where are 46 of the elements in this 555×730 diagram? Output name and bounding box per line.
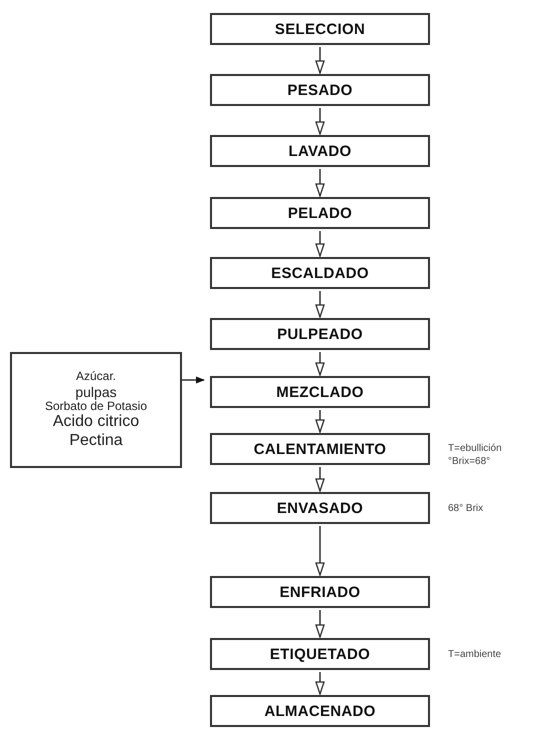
flow-arrow bbox=[315, 467, 325, 492]
process-note: 68° Brix bbox=[448, 503, 484, 516]
ingredients-box bbox=[10, 352, 182, 468]
ingredient-text: Sorbato de Potasio bbox=[44, 400, 148, 414]
process-box bbox=[210, 318, 430, 350]
step-label: ESCALDADO bbox=[271, 264, 369, 282]
step-label: MEZCLADO bbox=[276, 384, 364, 400]
flow-arrow bbox=[315, 47, 325, 74]
step-label: ENVASADO bbox=[276, 500, 364, 516]
process-note: T=ambiente bbox=[448, 649, 502, 662]
arrow bbox=[182, 376, 205, 384]
process-box bbox=[210, 376, 430, 408]
process-box bbox=[210, 576, 430, 608]
ingredient-text: Acido citrico bbox=[52, 413, 140, 432]
step-label: ETIQUETADO bbox=[270, 646, 370, 662]
process-box bbox=[210, 13, 430, 45]
flow-arrow bbox=[315, 169, 325, 197]
process-box bbox=[210, 197, 430, 229]
ingredient-text: pulpas bbox=[75, 384, 117, 400]
step-label: ALMACENADO bbox=[264, 702, 376, 720]
flow-arrow bbox=[315, 352, 325, 376]
process-note: °Brix=68° bbox=[448, 456, 492, 468]
step-label: ENFRIADO bbox=[280, 584, 360, 600]
flow-arrow bbox=[315, 108, 325, 135]
step-label: SELECCION bbox=[274, 20, 366, 38]
step-label: PULPEADO bbox=[277, 326, 363, 342]
flow-arrow bbox=[315, 291, 325, 318]
process-box bbox=[210, 433, 430, 465]
step-label: LAVADO bbox=[288, 142, 352, 160]
flow-arrow bbox=[315, 672, 325, 695]
process-box bbox=[210, 492, 430, 524]
process-box bbox=[210, 638, 430, 670]
process-box bbox=[210, 257, 430, 289]
flow-arrow bbox=[315, 610, 325, 638]
ingredient-text: Azúcar. bbox=[76, 370, 116, 384]
flow-arrow bbox=[315, 231, 325, 257]
process-note: T=ebullición bbox=[448, 443, 502, 456]
process-box bbox=[210, 74, 430, 106]
process-box bbox=[210, 695, 430, 727]
flow-arrow bbox=[315, 526, 325, 576]
flow-arrow bbox=[315, 410, 325, 433]
step-label: CALENTAMIENTO bbox=[254, 440, 386, 458]
ingredient-text: Pectina bbox=[69, 432, 123, 450]
step-label: PELADO bbox=[288, 204, 352, 222]
step-label: PESADO bbox=[287, 82, 353, 98]
process-box bbox=[210, 135, 430, 167]
